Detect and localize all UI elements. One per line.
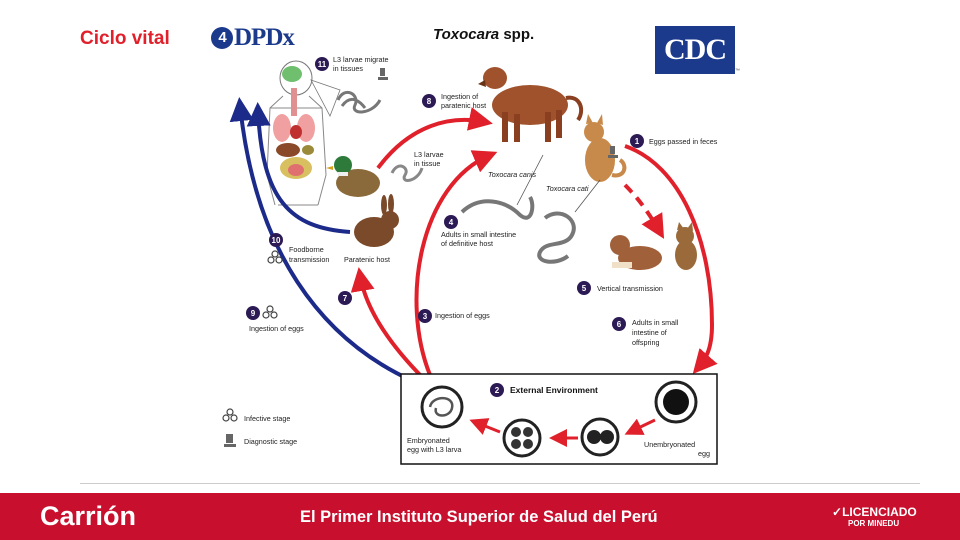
microscope-icon-1 [608, 146, 618, 158]
arrow-to-paratenic-host [350, 267, 427, 382]
arrow-ingestion-paratenic-host [376, 107, 493, 170]
footer-tagline: El Primer Instituto Superior de Salud de… [300, 508, 658, 526]
unembryonated-egg-label-line1: Unembryonated [644, 440, 695, 449]
licenciado-logo: ✓LICENCIADO [832, 506, 917, 518]
step-badge-10: 10 [269, 233, 283, 247]
step-4-label-line2: of definitive host [441, 239, 493, 248]
slide-title: Ciclo vital [80, 28, 170, 49]
l3-larvae-worm [390, 164, 424, 182]
arrow-foodborne-transmission [246, 102, 351, 234]
microscope-icon-11 [378, 68, 388, 80]
embryonated-egg-label-line2: egg with L3 larva [407, 445, 461, 454]
egg-stages [420, 380, 698, 458]
egg-development-arrows [469, 418, 656, 447]
kitten-illustration [675, 222, 697, 270]
duck-illustration [326, 156, 380, 197]
species-heading: Toxocara spp. [433, 26, 534, 43]
cdc-logo: CDC [655, 26, 735, 74]
step-badge-6: 6 [612, 317, 626, 331]
biohazard-icon-9 [262, 305, 278, 319]
toxocara-canis-worm [460, 195, 535, 220]
paratenic-host-label: Paratenic host [344, 255, 390, 264]
human-figure [266, 60, 327, 206]
step-badge-9: 9 [246, 306, 260, 320]
step-1-label: Eggs passed in feces [649, 137, 718, 146]
legend-diagnostic-label: Diagnostic stage [244, 437, 297, 446]
svg-text:10: 10 [272, 236, 281, 245]
l3-larvae-in-tissues [310, 79, 382, 117]
footer-divider [80, 483, 920, 484]
step-4-label-line1: Adults in small intestine [441, 230, 516, 239]
species-suffix: spp. [503, 26, 535, 43]
svg-text:3: 3 [423, 312, 428, 321]
step-6-label-line3: offspring [632, 338, 659, 347]
step-badge-4: 4 [444, 215, 458, 229]
licenciado-check-icon: ✓ [832, 505, 843, 519]
rabbit-illustration [354, 194, 399, 247]
step-badge-8: 8 [422, 94, 436, 108]
arrow-ingestion-eggs-dog [414, 150, 498, 376]
arrow-ingestion-eggs-human [229, 97, 416, 384]
dog-illustration [478, 67, 584, 142]
cdc-trademark: ™ [735, 68, 740, 74]
svg-text:9: 9 [251, 309, 256, 318]
licenciado-subtext: POR MINEDU [848, 519, 900, 528]
life-cycle-diagram: 11 8 1 4 10 5 7 9 3 6 2 L3 larvae migrat… [222, 55, 718, 465]
step-badge-2: 2 [490, 383, 504, 397]
l3-larvae-tissue-line1: L3 larvae [414, 150, 444, 159]
diagnostic-stage-icon [224, 434, 236, 447]
step-badge-1: 1 [630, 134, 644, 148]
dpdx-number-badge: 4 [211, 27, 233, 49]
svg-text:8: 8 [427, 97, 432, 106]
step-badge-11: 11 [315, 57, 329, 71]
dpdx-logo-text: DPDx [234, 24, 295, 51]
step-6-label-line2: intestine of [632, 328, 667, 337]
blue-transmission-arrows [229, 97, 416, 384]
species-genus: Toxocara [433, 26, 500, 43]
embryonated-egg-label-line1: Embryonated [407, 436, 450, 445]
step-10-label-line1: Foodborne [289, 245, 324, 254]
licenciado-text: LICENCIADO [842, 505, 917, 519]
arrow-vertical-transmission [623, 183, 665, 239]
footer-brand: Carrión [40, 501, 137, 531]
legend-infective-label: Infective stage [244, 414, 290, 423]
step-9-label: Ingestion of eggs [249, 324, 304, 333]
step-8-label-line2: paratenic host [441, 101, 486, 110]
step-10-label-line2: transmission [289, 255, 329, 264]
infective-stage-icon [222, 408, 238, 422]
arrow-eggs-in-feces [624, 144, 718, 375]
cat-illustration [584, 114, 627, 182]
step-badge-7: 7 [338, 291, 352, 305]
l3-larvae-tissue-line2: in tissue [414, 159, 440, 168]
toxocara-cati-label: Toxocara cati [546, 184, 589, 193]
svg-text:11: 11 [318, 60, 327, 69]
biohazard-icon-10 [267, 250, 283, 264]
svg-text:5: 5 [582, 284, 587, 293]
step-11-label-line1: L3 larvae migrate [333, 55, 389, 64]
puppy-illustration [610, 235, 662, 270]
toxocara-canis-label: Toxocara canis [488, 170, 536, 179]
step-2-label: External Environment [510, 385, 598, 395]
step-8-label-line1: Ingestion of [441, 92, 478, 101]
step-11-label-line2: in tissues [333, 64, 363, 73]
step-6-label-line1: Adults in small [632, 318, 679, 327]
unembryonated-egg-label-line2: egg [698, 449, 710, 458]
step-badge-5: 5 [577, 281, 591, 295]
step-3-label: Ingestion of eggs [435, 311, 490, 320]
step-5-label: Vertical transmission [597, 284, 663, 293]
svg-text:4: 4 [449, 218, 454, 227]
step-badge-3: 3 [418, 309, 432, 323]
svg-text:7: 7 [343, 294, 348, 303]
footer-bar [0, 493, 960, 540]
svg-text:2: 2 [495, 386, 500, 395]
toxocara-cati-worm [537, 211, 576, 264]
svg-text:1: 1 [635, 137, 640, 146]
svg-text:6: 6 [617, 320, 622, 329]
red-transmission-arrows [350, 107, 718, 382]
